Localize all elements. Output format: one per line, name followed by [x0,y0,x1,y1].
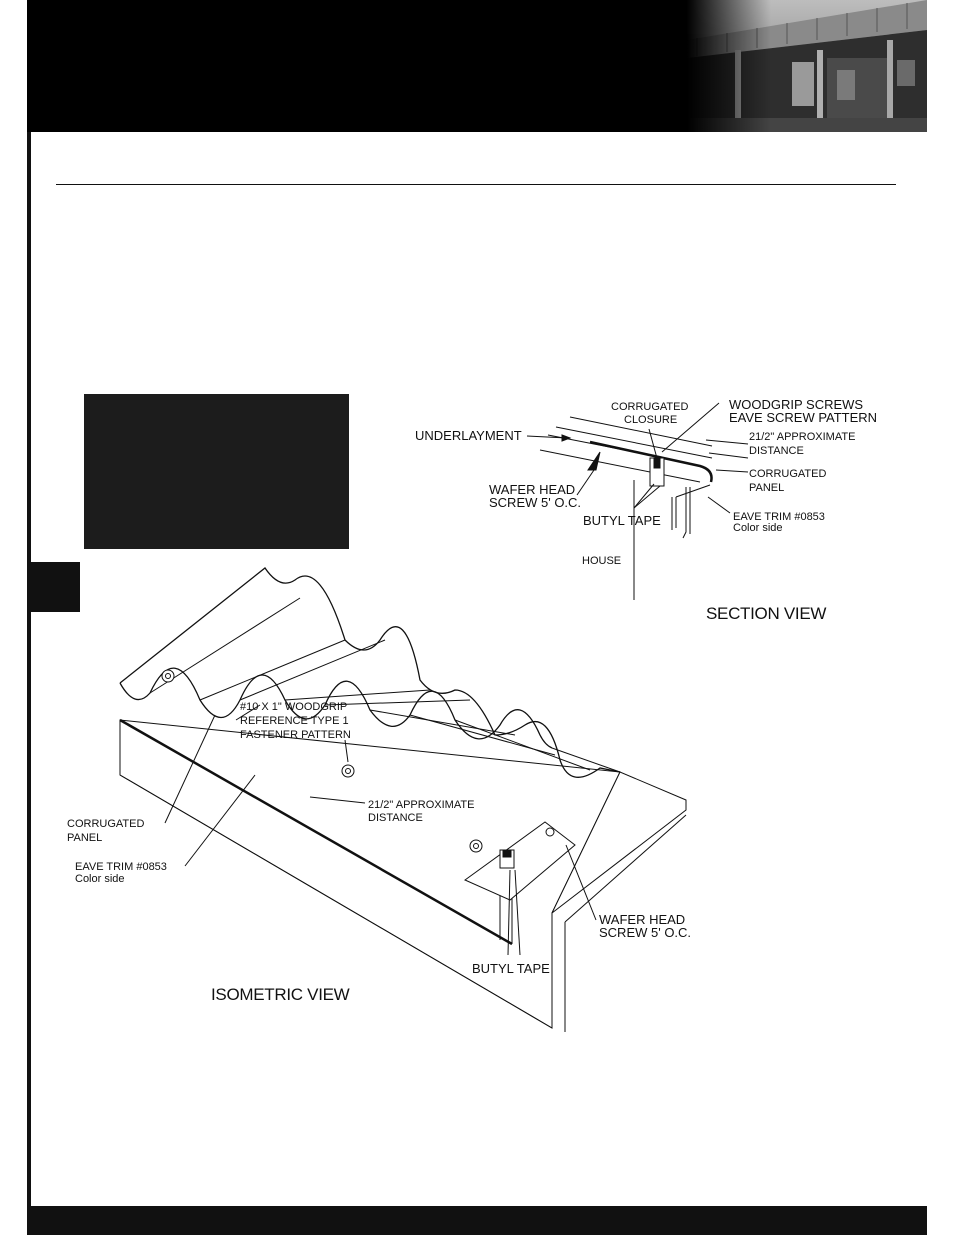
section-view-drawing [526,402,749,600]
sv-closure-label-2: CLOSURE [624,414,677,426]
sv-panel-label-1: CORRUGATED [749,468,826,480]
sv-wafer-label-1: WAFER HEAD [489,482,575,497]
iv-woodgrip-label-3: FASTENER PATTERN [240,729,351,741]
isometric-view-drawing [119,567,687,1032]
iv-wafer-label-2: SCREW 5' O.C. [599,925,691,940]
sv-wafer-label-2: SCREW 5' O.C. [489,495,581,510]
iv-distance-label-1: 21/2" APPROXIMATE [368,799,474,811]
sv-woodgrip-label-1: WOODGRIP SCREWS [729,397,863,412]
header-house-photo [687,0,927,132]
sv-distance-label-1: 21/2" APPROXIMATE [749,431,855,443]
section-tab [27,562,80,612]
sv-butyl-label: BUTYL TAPE [583,513,661,528]
section-view-title: SECTION VIEW [706,604,826,623]
sv-eave-label-1: EAVE TRIM #0853 [733,511,825,523]
title-divider [56,184,896,185]
iv-butyl-label: BUTYL TAPE [472,961,550,976]
dark-note-panel [84,394,349,549]
iv-distance-label-2: DISTANCE [368,812,423,824]
iv-woodgrip-label-2: REFERENCE TYPE 1 [240,715,349,727]
sv-distance-label-2: DISTANCE [749,445,804,457]
footer-bar [27,1206,927,1235]
sv-panel-label-2: PANEL [749,482,784,494]
sv-eave-label-2: Color side [733,522,783,534]
iv-wafer-label-1: WAFER HEAD [599,912,685,927]
sv-woodgrip-label-2: EAVE SCREW PATTERN [729,410,877,425]
sv-closure-label-1: CORRUGATED [611,401,688,413]
isometric-view-labels: #10 X 1" WOODGRIP REFERENCE TYPE 1 FASTE… [67,701,691,1004]
left-margin-rule [27,0,31,1235]
isometric-view-title: ISOMETRIC VIEW [211,985,350,1004]
iv-eave-label-1: EAVE TRIM #0853 [75,861,167,873]
sv-house-label: HOUSE [582,555,621,567]
iv-woodgrip-label-1: #10 X 1" WOODGRIP [240,701,347,713]
header-banner [27,0,927,132]
iv-eave-label-2: Color side [75,873,125,885]
iv-panel-label-2: PANEL [67,832,102,844]
section-view-labels: CORRUGATED CLOSURE WOODGRIP SCREWS EAVE … [415,397,877,623]
sv-underlayment-label: UNDERLAYMENT [415,428,522,443]
iv-panel-label-1: CORRUGATED [67,818,144,830]
